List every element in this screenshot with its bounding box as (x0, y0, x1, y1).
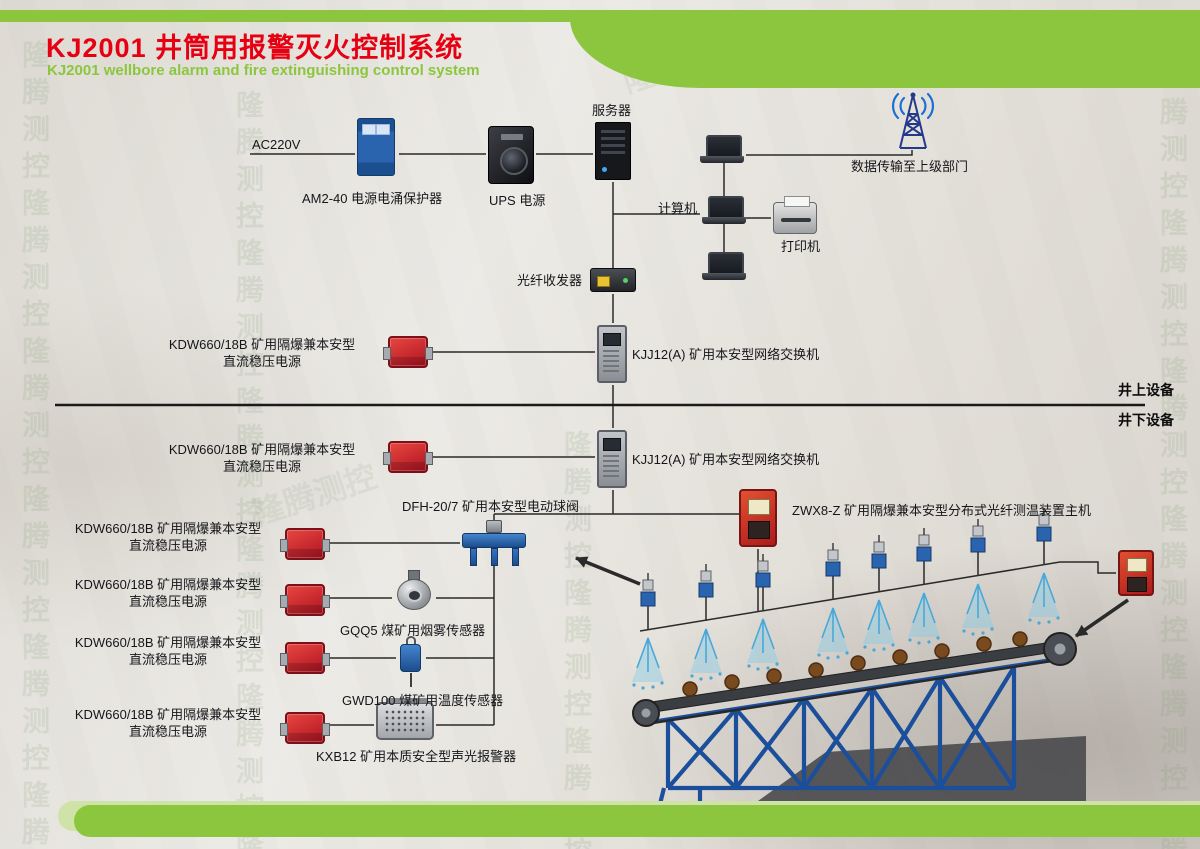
temp-sensor-hook (406, 636, 416, 645)
ups-device (488, 126, 534, 184)
network-switch-device (597, 325, 627, 383)
kdw-power-label: KDW660/18B 矿用隔爆兼本安型 直流稳压电源 (152, 441, 372, 475)
laptop-icon (702, 196, 746, 226)
temp-sensor-probe (410, 673, 412, 687)
valve-manifold (462, 533, 526, 548)
smoke-sensor-lens (407, 589, 422, 602)
network-switch-device (597, 430, 627, 488)
kdw-power-label-line2: 直流稳压电源 (128, 724, 207, 739)
network-switch-label: KJJ12(A) 矿用本安型网络交换机 (632, 347, 820, 362)
fiber-transceiver-label: 光纤收发器 (517, 273, 583, 288)
valve-label: DFH-20/7 矿用本安型电动球阀 (402, 499, 579, 514)
kdw-power-device (280, 584, 330, 616)
zwx-fiber-temp-host-device (739, 489, 777, 547)
data-upload-label: 数据传输至上级部门 (851, 159, 969, 174)
smoke-sensor-label: GQQ5 煤矿用烟雾传感器 (340, 623, 486, 638)
kdw-power-label-line2: 直流稳压电源 (222, 354, 301, 369)
temperature-sensor-device (398, 636, 424, 688)
valve-pipe (491, 548, 498, 566)
zwx-host-label: ZWX8-Z 矿用隔爆兼本安型分布式光纤测温装置主机 (792, 503, 1091, 518)
valve-actuator (486, 520, 502, 533)
kdw-power-label-line1: KDW660/18B 矿用隔爆兼本安型 (74, 521, 262, 536)
server-label: 服务器 (592, 103, 632, 118)
kdw-power-label-line1: KDW660/18B 矿用隔爆兼本安型 (168, 337, 356, 352)
kdw-power-label-line2: 直流稳压电源 (222, 459, 301, 474)
surface-equipment-label: 井上设备 (1118, 382, 1174, 398)
kdw-power-label: KDW660/18B 矿用隔爆兼本安型 直流稳压电源 (58, 634, 278, 668)
kdw-power-label: KDW660/18B 矿用隔爆兼本安型 直流稳压电源 (58, 520, 278, 554)
fiber-transceiver-device (590, 268, 636, 292)
electric-ball-valve-device (462, 520, 526, 570)
kdw-power-device (383, 441, 433, 473)
ac220v-label: AC220V (252, 137, 301, 152)
kdw-power-label-line1: KDW660/18B 矿用隔爆兼本安型 (168, 442, 356, 457)
underground-equipment-label: 井下设备 (1118, 412, 1174, 428)
kdw-power-device (280, 528, 330, 560)
radio-tower-icon (891, 92, 935, 149)
kdw-power-label: KDW660/18B 矿用隔爆兼本安型 直流稳压电源 (152, 336, 372, 370)
sound-light-alarm-device (376, 698, 434, 740)
kdw-power-label: KDW660/18B 矿用隔爆兼本安型 直流稳压电源 (58, 706, 278, 740)
kdw-power-label-line1: KDW660/18B 矿用隔爆兼本安型 (74, 707, 262, 722)
kdw-power-label-line1: KDW660/18B 矿用隔爆兼本安型 (74, 577, 262, 592)
zwx-remote-unit-device (1118, 550, 1154, 596)
valve-pipe (512, 548, 519, 566)
temp-sensor-label: GWD100 煤矿用温度传感器 (342, 693, 504, 708)
kdw-power-label-line2: 直流稳压电源 (128, 538, 207, 553)
header-green-corner (570, 10, 1200, 88)
surge-protector-device (357, 118, 395, 176)
footer-green-bar (74, 805, 1200, 837)
surge-protector-label: AM2-40 电源电涌保护器 (302, 191, 443, 206)
kdw-power-label-line2: 直流稳压电源 (128, 652, 207, 667)
kdw-power-label-line1: KDW660/18B 矿用隔爆兼本安型 (74, 635, 262, 650)
kdw-power-label: KDW660/18B 矿用隔爆兼本安型 直流稳压电源 (58, 576, 278, 610)
laptop-icon (700, 135, 744, 165)
network-switch-label: KJJ12(A) 矿用本安型网络交换机 (632, 452, 820, 467)
radio-waves-icon (891, 92, 935, 120)
computer-label: 计算机 (658, 201, 698, 216)
printer-device (773, 196, 817, 234)
smoke-sensor-device (394, 570, 434, 618)
alarm-label: KXB12 矿用本质安全型声光报警器 (316, 749, 517, 764)
kdw-power-device (383, 336, 433, 368)
page-title: KJ2001 井筒用报警灭火控制系统 (46, 33, 464, 63)
server-device (595, 122, 631, 180)
valve-pipe (470, 548, 477, 566)
ups-label: UPS 电源 (489, 193, 546, 208)
kdw-power-device (280, 642, 330, 674)
kdw-power-device (280, 712, 330, 744)
printer-label: 打印机 (781, 239, 821, 254)
page-subtitle: KJ2001 wellbore alarm and fire extinguis… (47, 62, 480, 79)
temp-sensor-body (400, 644, 421, 672)
laptop-icon (702, 252, 746, 282)
kdw-power-label-line2: 直流稳压电源 (128, 594, 207, 609)
